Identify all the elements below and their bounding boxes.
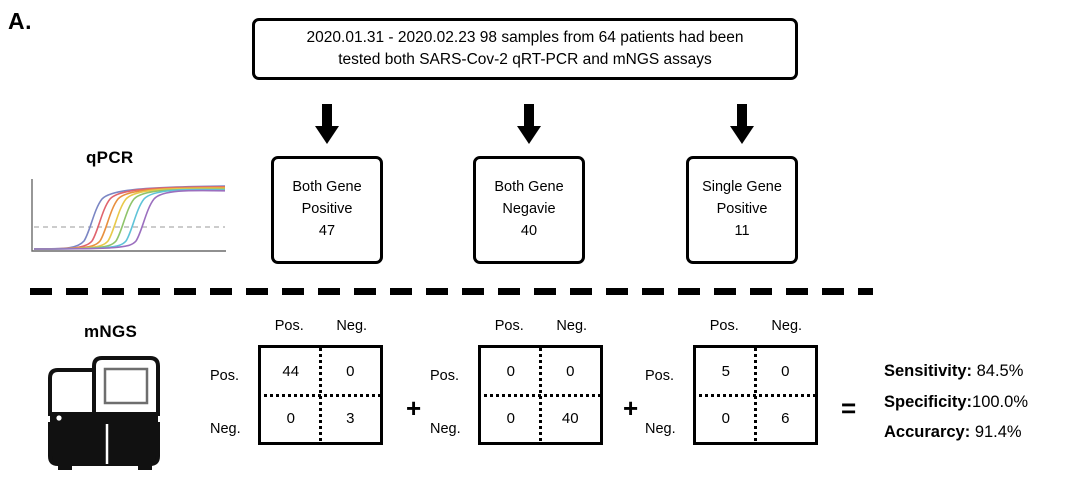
category-count: 40 [520,222,538,239]
category-count: 11 [734,222,750,239]
matrix-row-header-neg: Neg. [430,421,461,437]
qpcr-amplification-chart [20,175,230,262]
sequencer-icon [38,352,168,481]
category-label-line-1: Single Gene [702,179,782,196]
matrix-cell-tn: 6 [781,410,790,427]
matrix-grid: 5 0 0 6 [693,345,818,445]
study-summary-line-1: 2020.01.31 - 2020.02.23 98 samples from … [306,28,744,46]
metric-sensitivity-label: Sensitivity: [884,362,973,380]
study-summary-line-2: tested both SARS-Cov-2 qRT-PCR and mNGS … [338,51,712,68]
metric-accuracy-label: Accurarcy: [884,423,971,442]
operator-equals: = [841,393,857,423]
matrix-cell-tn: 3 [346,410,355,427]
category-label-line-2: Negavie [502,201,556,218]
operator-plus-1: + [406,393,422,423]
matrix-horizontal-divider [693,393,818,397]
matrix-col-header-neg: Neg. [771,318,803,334]
qpcr-title: qPCR [86,148,134,167]
matrix-cell-fn: 0 [566,363,575,380]
matrix-col-header-neg: Neg. [556,318,588,334]
matrix-cell-fn: 0 [781,363,790,380]
matrix-cell-tp: 5 [721,363,730,380]
matrix-cell-fn: 0 [346,363,355,380]
metric-specificity-value: 100.0% [972,392,1028,411]
matrix-col-header-pos: Pos. [709,318,739,334]
category-label-line-2: Positive [716,201,768,218]
category-label-line-1: Both Gene [494,179,564,196]
matrix-col-header-pos: Pos. [494,318,524,334]
matrix-column-headers: Pos. Neg. [693,318,818,334]
matrix-cell-tn: 40 [561,410,579,427]
category-count: 47 [318,222,336,239]
arrow-down-icon-2 [517,104,541,144]
metric-accuracy-value: 91.4% [974,423,1022,442]
matrix-cell-fp: 0 [506,410,515,427]
metric-sensitivity-value: 84.5% [976,362,1024,380]
matrix-cell-tp: 0 [506,363,515,380]
matrix-col-header-neg: Neg. [336,318,368,334]
matrix-grid: 0 0 0 40 [478,345,603,445]
panel-label: A. [8,8,32,34]
study-summary-box: 2020.01.31 - 2020.02.23 98 samples from … [252,18,798,80]
matrix-row-header-neg: Neg. [210,421,241,437]
matrix-cell-fp: 0 [721,410,730,427]
matrix-row-header-neg: Neg. [645,421,676,437]
category-box-both-gene-positive: Both Gene Positive 47 [271,156,383,264]
matrix-row-header-pos: Pos. [645,368,675,384]
matrix-column-headers: Pos. Neg. [258,318,383,334]
matrix-row-header-pos: Pos. [430,368,460,384]
matrix-col-header-pos: Pos. [274,318,304,334]
metric-specificity-label: Specificity: [884,392,973,411]
matrix-cell-tp: 44 [282,363,300,380]
matrix-horizontal-divider [478,393,603,397]
category-label-line-2: Positive [301,201,353,218]
matrix-cell-fp: 0 [286,410,295,427]
metric-sensitivity: Sensitivity: 84.5% [884,356,1028,387]
category-box-both-gene-negative: Both Gene Negavie 40 [473,156,585,264]
arrow-down-icon-3 [730,104,754,144]
mngs-title: mNGS [84,322,138,341]
metric-accuracy: Accurarcy: 91.4% [884,417,1028,448]
performance-metrics: Sensitivity: 84.5% Specificity:100.0% Ac… [884,356,1028,448]
matrix-row-header-pos: Pos. [210,368,240,384]
matrix-grid: 44 0 0 3 [258,345,383,445]
matrix-column-headers: Pos. Neg. [478,318,603,334]
category-box-single-gene-positive: Single Gene Positive 11 [686,156,798,264]
category-label-line-1: Both Gene [292,179,362,196]
arrow-down-icon-1 [315,104,339,144]
metric-specificity: Specificity:100.0% [884,387,1028,418]
matrix-horizontal-divider [258,393,383,397]
operator-plus-2: + [623,393,639,423]
section-divider [30,288,873,295]
